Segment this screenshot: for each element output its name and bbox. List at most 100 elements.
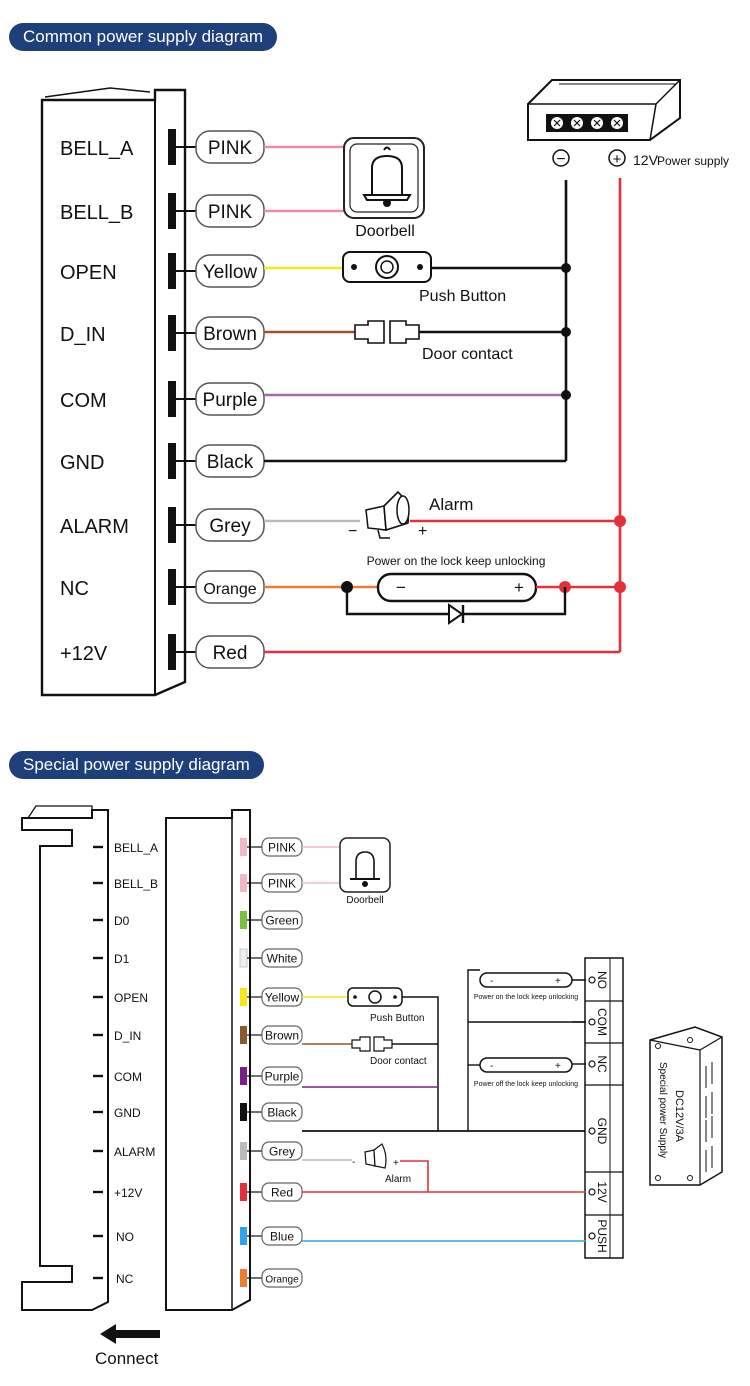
wire-label: Blue	[270, 1230, 294, 1244]
wire-label: PINK	[268, 877, 296, 891]
push-button-dot	[417, 264, 423, 270]
terminal-plug	[168, 193, 176, 229]
wire-label: Orange	[265, 1275, 299, 1286]
controller-terminal-screw	[588, 1018, 596, 1026]
terminal-plug	[168, 569, 176, 605]
psu-screw-slot	[573, 119, 581, 127]
wire-plug	[240, 1183, 247, 1201]
wire-label-box	[195, 254, 265, 288]
doorbell-label: Doorbell	[355, 223, 415, 240]
door-contact-right	[373, 1036, 393, 1052]
wire-label: White	[267, 952, 298, 966]
bell-rim	[362, 194, 412, 201]
wire-plug	[240, 838, 247, 856]
wire-label-box	[195, 508, 265, 542]
wire-label-box	[195, 382, 265, 416]
push-button-dot	[353, 995, 357, 999]
reader-lid	[27, 805, 93, 819]
alarm-plus: +	[418, 523, 427, 540]
wire-plug	[240, 1026, 247, 1044]
wire-label: Black	[207, 452, 254, 473]
psu-vent	[705, 1062, 713, 1088]
wire-label: Green	[265, 914, 298, 928]
lock-minus: −	[396, 578, 406, 597]
psu-screw-slot	[613, 119, 621, 127]
terminal-label: D_IN	[60, 324, 106, 346]
terminal-label: D0	[114, 914, 130, 928]
doorbell-inner	[349, 143, 419, 213]
terminal-plug	[168, 253, 176, 289]
alarm-minus: -	[352, 1157, 355, 1168]
psu-edge	[655, 79, 681, 105]
psu-body	[649, 1026, 723, 1186]
lock-on-minus: -	[490, 976, 493, 987]
alarm-body	[364, 1149, 376, 1167]
terminal-label: +12V	[60, 643, 108, 665]
terminal-label: BELL_A	[60, 138, 134, 160]
terminal-label: COM	[60, 390, 107, 412]
wire-label-box	[261, 1102, 303, 1122]
terminal-label: BELL_B	[114, 877, 158, 891]
terminal-plug	[168, 129, 176, 165]
section2-title: Special power supply diagram	[9, 751, 264, 779]
lock-plus: +	[514, 578, 524, 597]
psu-minus-terminal	[552, 149, 570, 167]
wire-label: Grey	[209, 516, 251, 537]
wire-label: Black	[267, 1106, 297, 1120]
terminal-plug	[168, 634, 176, 670]
alarm-stand	[377, 529, 390, 539]
terminal-label: GND	[114, 1106, 141, 1120]
junction-dot-red	[614, 581, 626, 593]
psu-voltage: 12V	[633, 152, 659, 168]
bell-clapper	[362, 881, 368, 887]
terminal-label: BELL_A	[114, 841, 158, 855]
controller-terminal-screw	[588, 1232, 596, 1240]
psu-screw-slot	[593, 119, 601, 127]
psu-plus-terminal	[608, 149, 626, 167]
wire-plug	[240, 1103, 247, 1121]
terminal-label: +12V	[114, 1186, 142, 1200]
wire-label: PINK	[208, 138, 253, 159]
terminal-label: D_IN	[114, 1029, 141, 1043]
lock-on-plus: +	[555, 976, 561, 987]
wire-plug	[240, 874, 247, 892]
terminal-label: COM	[114, 1070, 142, 1084]
wire-alarm-plus	[400, 1160, 429, 1192]
wire-label: Orange	[203, 581, 256, 598]
alarm-label: Alarm	[385, 1174, 411, 1185]
junction-dot	[561, 263, 571, 273]
controller-terminal-label: GND	[595, 1118, 609, 1145]
push-button-label: Push Button	[370, 1013, 424, 1024]
reader-body	[21, 809, 109, 1311]
junction-dot	[561, 327, 571, 337]
wire-label: Purple	[203, 390, 258, 411]
psu-vent	[705, 1116, 713, 1142]
connect-arrow	[100, 1324, 160, 1344]
push-button-core	[380, 260, 394, 274]
section1-title: Common power supply diagram	[9, 23, 277, 51]
terminal-label: OPEN	[114, 991, 148, 1005]
terminal-label: D1	[114, 952, 130, 966]
wire-label: Purple	[265, 1070, 300, 1084]
wire-label: PINK	[208, 202, 253, 223]
psu-label: Power supply	[657, 154, 729, 168]
wire-label: Brown	[265, 1029, 299, 1043]
wire-label-box	[261, 910, 303, 930]
wire-label-box	[261, 1226, 303, 1246]
junction-dot	[561, 390, 571, 400]
alarm-plus: +	[393, 1158, 399, 1169]
controller-terminal-screw	[588, 976, 596, 984]
controller-lid-line	[44, 87, 151, 98]
door-contact-right	[389, 320, 420, 344]
doorbell-label: Doorbell	[346, 895, 383, 906]
alarm-label: Alarm	[429, 495, 473, 514]
wire-label: Grey	[269, 1145, 295, 1159]
psu-screw	[687, 1037, 693, 1043]
terminal-plug	[168, 507, 176, 543]
wire-plug	[240, 911, 247, 929]
push-button-dot	[393, 995, 397, 999]
psu-screw	[687, 1175, 693, 1181]
controller-terminal-label: NO	[595, 971, 609, 989]
psu-terminal-strip	[546, 114, 628, 132]
